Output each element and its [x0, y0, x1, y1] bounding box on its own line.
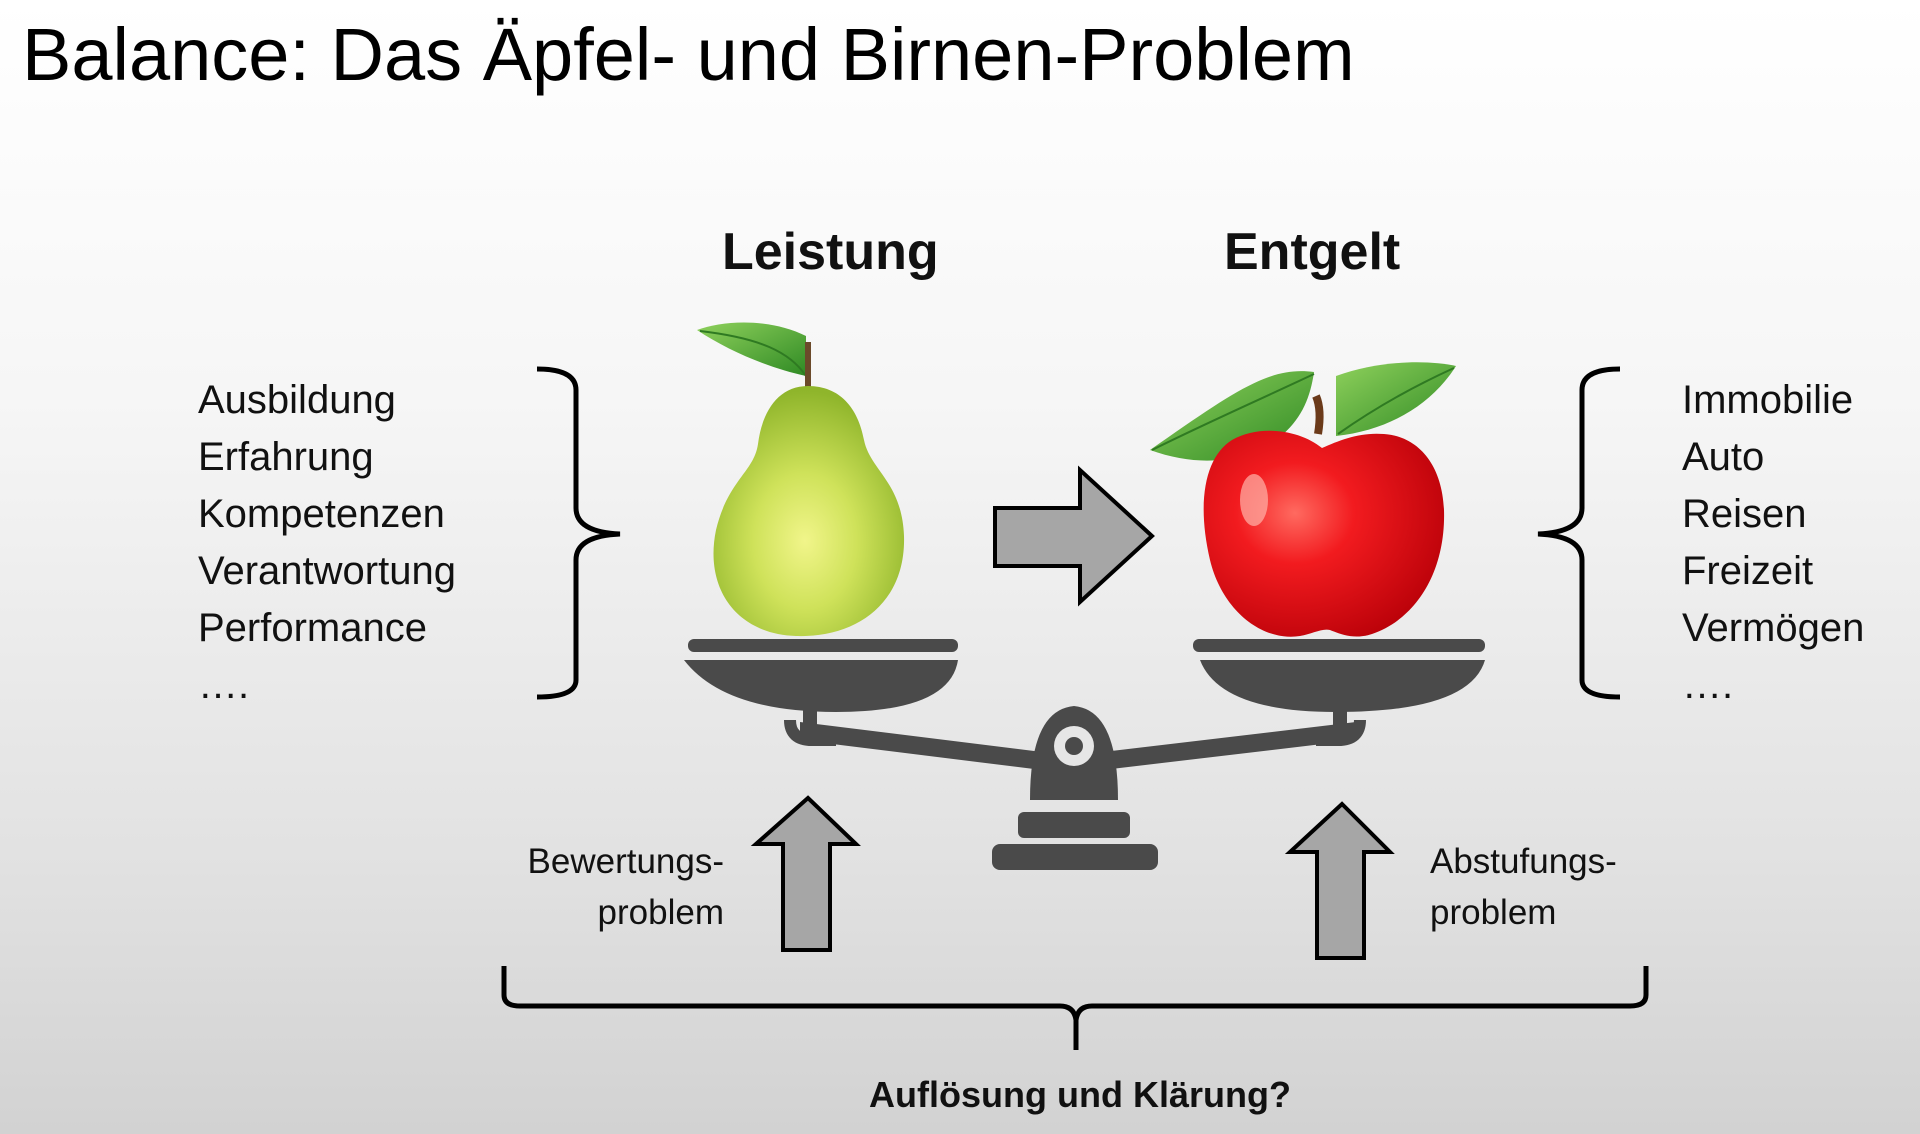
list-item: Ausbildung — [198, 378, 396, 422]
list-item: Freizeit — [1682, 549, 1814, 593]
bottom-brace — [501, 966, 1649, 1050]
arrow-right-icon — [993, 465, 1155, 607]
list-item: Auto — [1682, 435, 1765, 479]
bewertungsproblem-label: Bewertungs- problem — [506, 836, 724, 938]
pear-icon — [697, 322, 905, 637]
problem-line: problem — [597, 893, 724, 932]
problem-line: Abstufungs- — [1430, 842, 1617, 881]
heading-entgelt: Entgelt — [1224, 223, 1401, 281]
list-item: Kompetenzen — [198, 492, 445, 536]
list-item: …. — [1682, 663, 1734, 707]
list-item: Verantwortung — [198, 549, 456, 593]
heading-leistung: Leistung — [722, 223, 939, 281]
apple-icon — [1150, 362, 1456, 637]
list-item: Performance — [198, 606, 427, 650]
balance-scale-icon — [684, 639, 1485, 870]
abstufungsproblem-label: Abstufungs- problem — [1430, 836, 1617, 938]
list-item: Immobilie — [1682, 378, 1854, 422]
slide-title: Balance: Das Äpfel- und Birnen-Problem — [22, 13, 1355, 96]
aufloesung-label: Auflösung und Klärung? — [869, 1074, 1291, 1115]
list-item: Erfahrung — [198, 435, 374, 479]
list-item: …. — [198, 663, 250, 707]
list-item: Reisen — [1682, 492, 1807, 536]
arrow-up-icon — [1284, 801, 1395, 960]
list-item: Vermögen — [1682, 606, 1865, 650]
left-bracket — [536, 366, 621, 700]
leistung-list: Ausbildung Erfahrung Kompetenzen Verantw… — [198, 372, 456, 714]
entgelt-list: Immobilie Auto Reisen Freizeit Vermögen … — [1682, 372, 1864, 714]
right-bracket — [1537, 366, 1621, 700]
arrow-up-icon — [750, 795, 861, 952]
problem-line: Bewertungs- — [527, 842, 724, 881]
problem-line: problem — [1430, 893, 1557, 932]
